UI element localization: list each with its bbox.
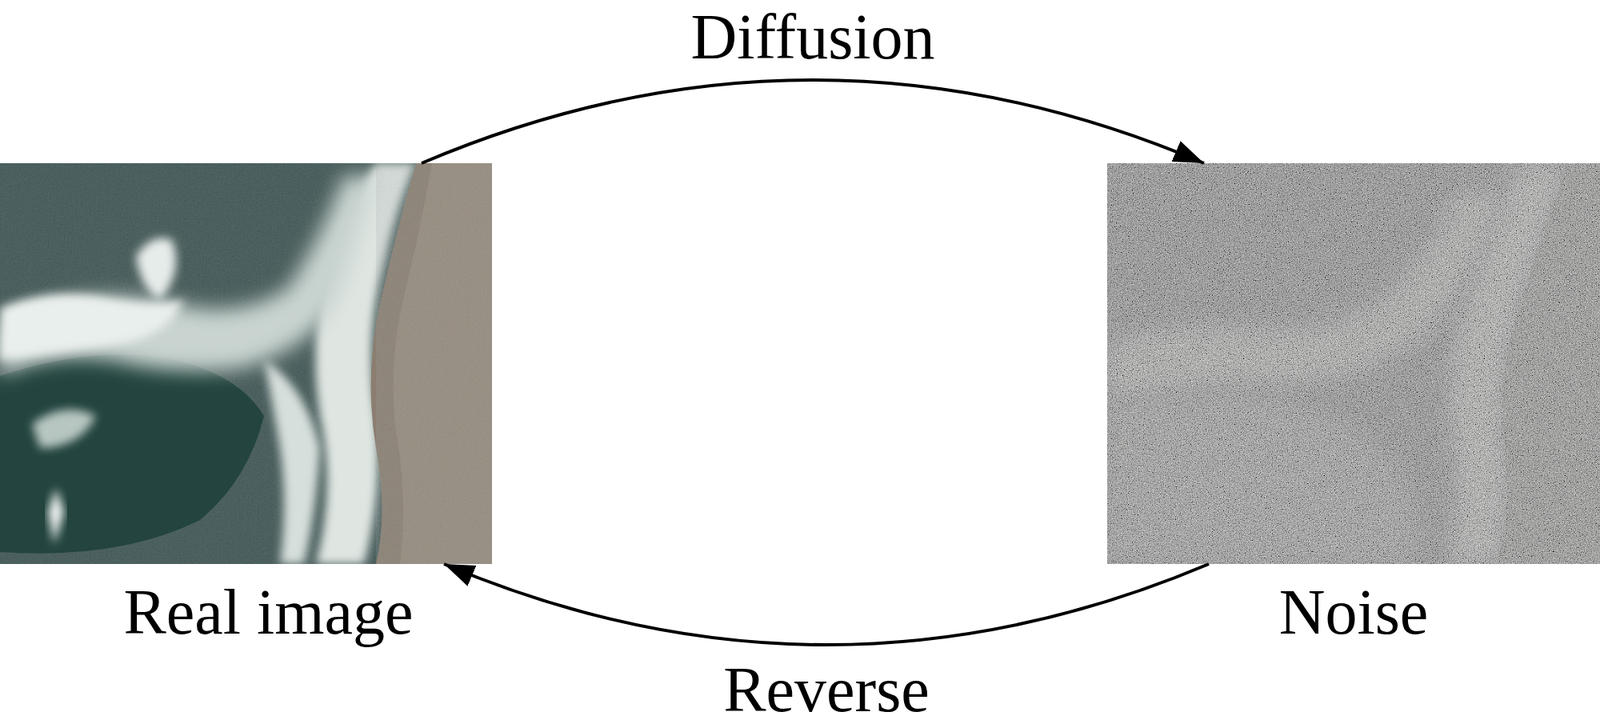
image-panel: Noise: [1107, 163, 1600, 564]
arrow-label: Reverse: [723, 657, 930, 722]
image-caption: Real image: [123, 580, 413, 644]
curved-arrow: [421, 80, 1204, 164]
arrow-label: Diffusion: [690, 4, 935, 69]
beach-photo: [0, 163, 492, 564]
noisy-photo: [1107, 163, 1600, 564]
image-panel: Real image: [0, 163, 492, 564]
image-caption: Noise: [1279, 580, 1429, 644]
curved-arrow: [444, 564, 1209, 645]
